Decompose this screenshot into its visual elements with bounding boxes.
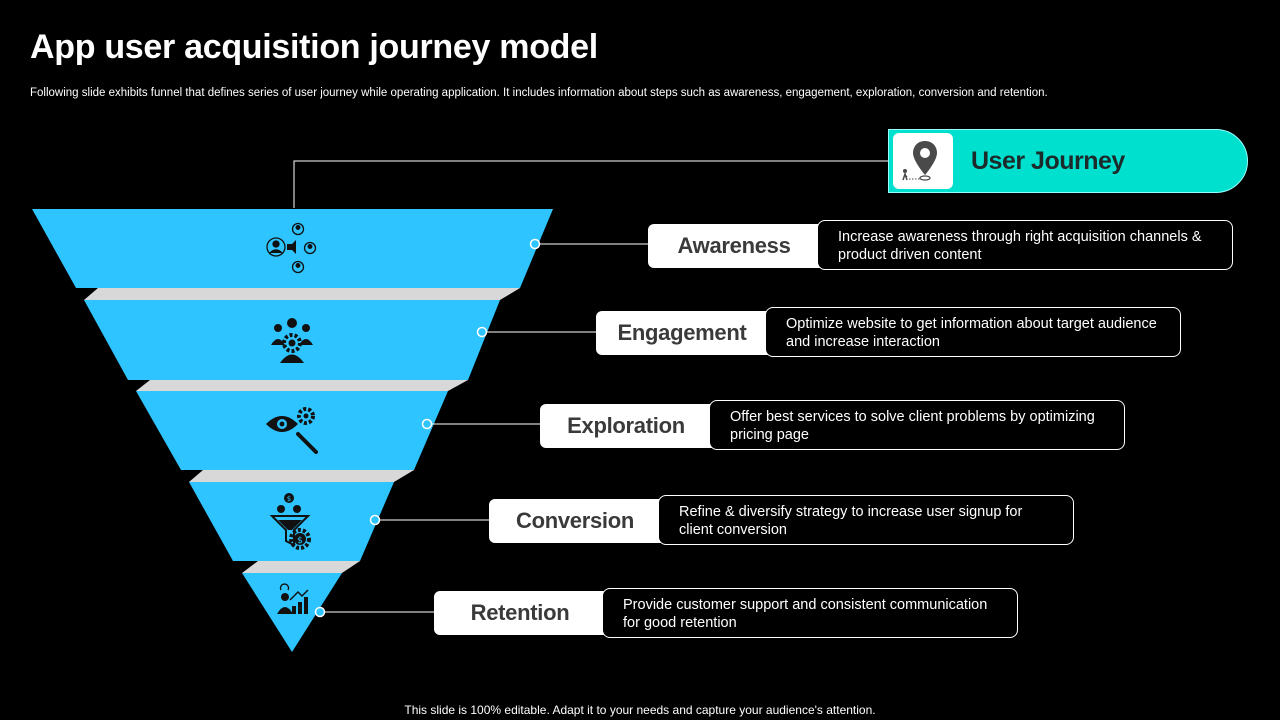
slide-title: App user acquisition journey model (30, 28, 598, 66)
journey-connector (293, 160, 890, 208)
stage-description-exploration: Offer best services to solve client prob… (709, 400, 1125, 450)
stage-description-engagement: Optimize website to get information abou… (765, 307, 1181, 357)
stage-description-awareness: Increase awareness through right acquisi… (817, 220, 1233, 270)
eye-search-gear-icon (266, 407, 318, 454)
connector-dot (421, 418, 433, 430)
connector-dot (529, 238, 541, 250)
stage-description-conversion: Refine & diversify strategy to increase … (658, 495, 1074, 545)
stage-label-engagement: Engagement (596, 311, 768, 355)
funnel-separator (136, 380, 468, 391)
funnel-separator (84, 288, 520, 300)
slide-footer: This slide is 100% editable. Adapt it to… (404, 703, 876, 717)
stage-label-conversion: Conversion (489, 499, 661, 543)
connector-dot (314, 606, 326, 618)
people-broadcast-icon (266, 222, 317, 274)
connector-dot (476, 326, 488, 338)
svg-text:$: $ (297, 536, 303, 546)
stage-description-retention: Provide customer support and consistent … (602, 588, 1018, 638)
svg-text:$: $ (287, 495, 291, 503)
location-pin-person-icon (902, 141, 937, 181)
user-journey-label: User Journey (971, 147, 1125, 175)
user-journey-banner: User Journey (888, 129, 1248, 193)
journey-icon-box (893, 133, 953, 189)
stage-label-exploration: Exploration (540, 404, 712, 448)
funnel-separator (242, 561, 360, 573)
slide-subtitle: Following slide exhibits funnel that def… (30, 87, 1048, 99)
stage-label-retention: Retention (434, 591, 606, 635)
stage-label-awareness: Awareness (648, 224, 820, 268)
funnel-dollar-icon: $ $ (269, 493, 311, 550)
connector-dot (369, 514, 381, 526)
team-gear-icon (271, 318, 313, 363)
person-growth-chart-icon (277, 583, 309, 614)
funnel-layer-exploration (136, 391, 448, 470)
funnel-separator (189, 470, 414, 482)
